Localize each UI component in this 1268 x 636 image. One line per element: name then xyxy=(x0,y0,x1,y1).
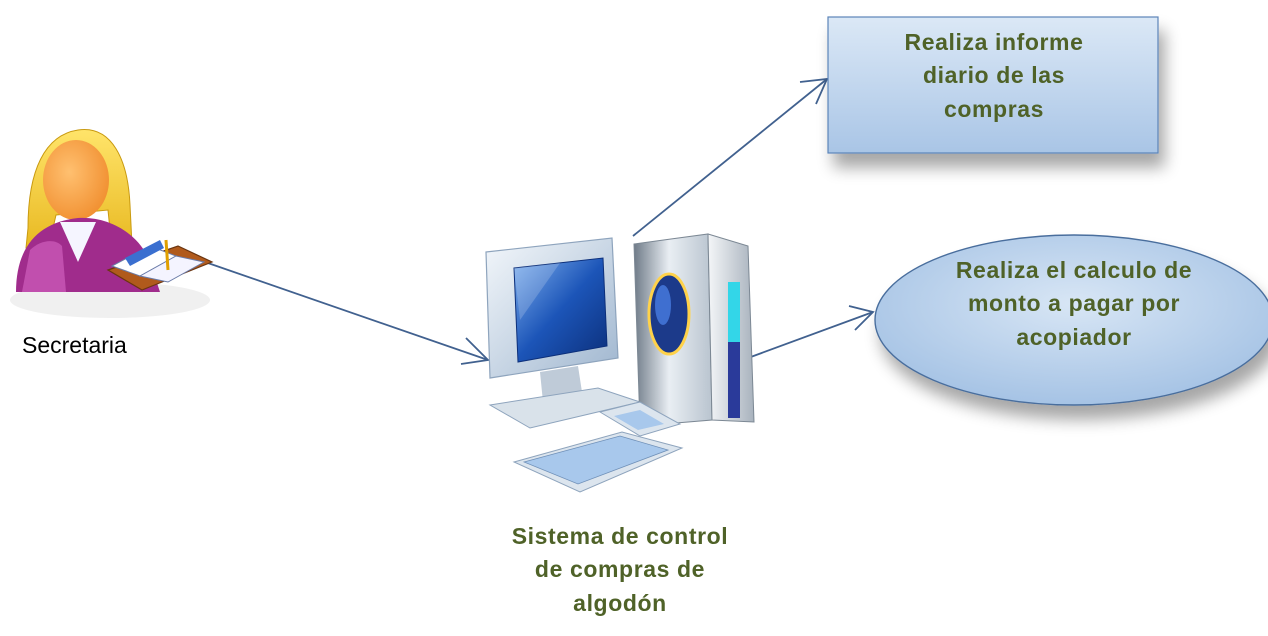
report-line-3: compras xyxy=(943,95,1045,122)
system-label: Sistema de control de compras de algodón xyxy=(455,520,785,620)
report-box-label: Realiza informe diario de las compras xyxy=(830,26,1158,126)
system-line-3: algodón xyxy=(573,589,667,616)
woman-with-book-icon xyxy=(10,129,214,318)
calculation-line-3: acopiador xyxy=(1016,323,1132,350)
arrow-actor-to-system xyxy=(204,261,490,365)
calculation-line-1: Realiza el calculo de xyxy=(955,257,1193,283)
actor-label: Secretaria xyxy=(22,332,127,358)
report-line-1: Realiza informe xyxy=(904,29,1084,55)
calculation-line-2: monto a pagar por xyxy=(967,290,1181,317)
report-line-2: diario de las xyxy=(922,62,1065,89)
system-line-1: Sistema de control xyxy=(511,523,729,549)
calculation-ellipse xyxy=(874,234,1268,406)
report-box xyxy=(827,16,1159,154)
arrow-system-to-calculation xyxy=(747,305,875,359)
system-line-2: de compras de xyxy=(534,556,706,583)
desktop-computer-icon xyxy=(485,233,755,493)
calculation-ellipse-label: Realiza el calculo de monto a pagar por … xyxy=(886,254,1262,354)
arrow-system-to-report xyxy=(632,77,829,237)
